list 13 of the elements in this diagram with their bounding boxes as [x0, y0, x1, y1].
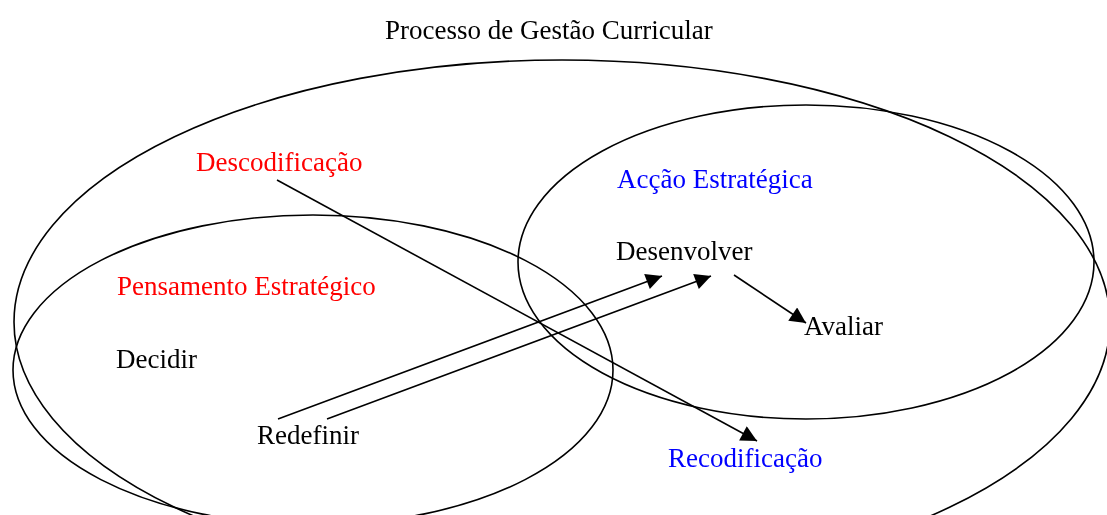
- concept-label: Redefinir: [257, 419, 360, 451]
- region-title: Processo de Gestão Curricular: [385, 14, 713, 46]
- arrow: [277, 274, 663, 420]
- concept-label: Decidir: [116, 343, 198, 375]
- concept-label: Avaliar: [804, 310, 884, 342]
- concept-label: Recodificação: [668, 442, 824, 474]
- arrow: [326, 274, 712, 420]
- concept-label: Desenvolver: [616, 235, 754, 267]
- arrow: [733, 274, 807, 324]
- arrow: [276, 179, 758, 442]
- region-title: Pensamento Estratégico: [117, 270, 376, 302]
- region-title: Acção Estratégica: [617, 163, 813, 195]
- concept-label: Descodificação: [196, 146, 364, 178]
